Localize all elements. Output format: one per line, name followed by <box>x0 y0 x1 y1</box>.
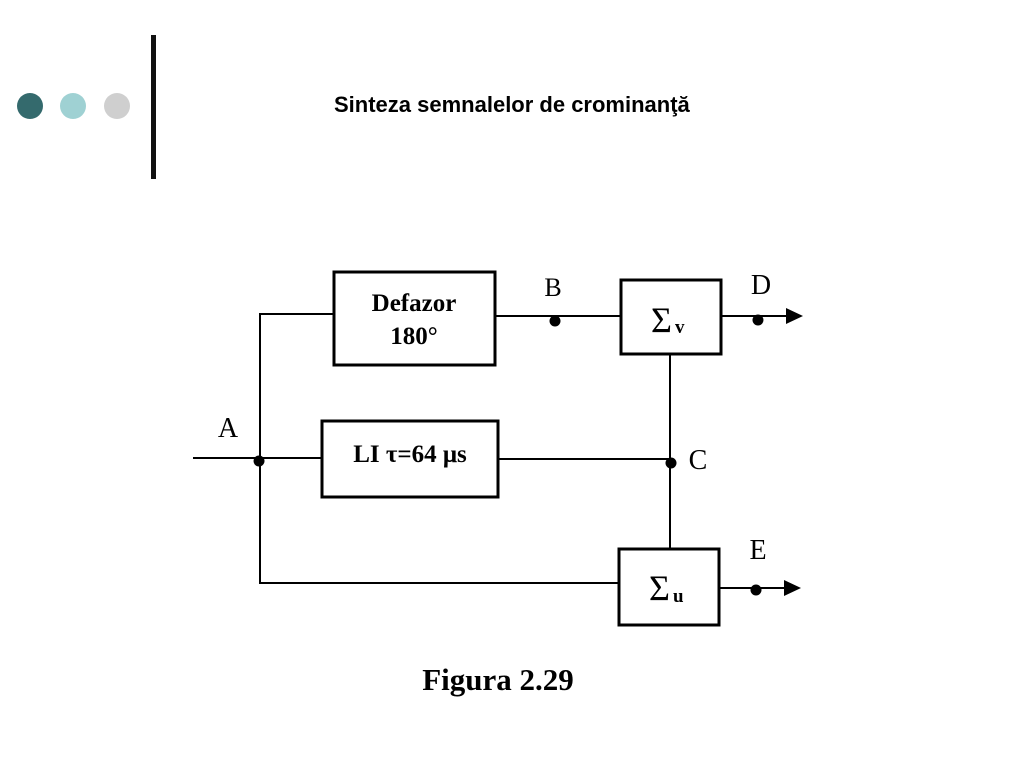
arrow-e-icon <box>784 580 801 596</box>
phase-shifter-angle: 180° <box>390 323 438 350</box>
wire-a-to-sum-u <box>259 458 619 584</box>
sum-u-symbol: Σ <box>649 568 670 608</box>
arrow-d-icon <box>786 308 803 324</box>
sum-u-subscript: u <box>673 586 684 607</box>
sum-u-block <box>617 547 721 627</box>
node-e-dot <box>750 584 762 596</box>
delay-line-block <box>320 419 500 499</box>
wire-a-to-phase-shifter <box>259 313 334 458</box>
decor-dot-2 <box>60 93 86 119</box>
node-a-dot <box>253 455 265 467</box>
decor-dot-1 <box>17 93 43 119</box>
node-c-label: C <box>689 445 708 476</box>
decor-dot-3 <box>104 93 130 119</box>
node-b-label: B <box>544 273 561 302</box>
node-b-dot <box>549 315 561 327</box>
node-d-label: D <box>751 270 771 301</box>
node-e-label: E <box>749 535 766 566</box>
sum-v-subscript: v <box>675 317 685 338</box>
sum-v-block <box>619 278 723 356</box>
node-c-dot <box>665 457 677 469</box>
phase-shifter-label: Defazor <box>372 290 457 317</box>
phase-shifter-block <box>332 270 497 367</box>
title-divider <box>151 35 156 179</box>
sum-v-symbol: Σ <box>651 300 672 340</box>
node-d-dot <box>752 314 764 326</box>
delay-line-label: LI τ=64 μs <box>353 441 467 468</box>
figure-caption: Figura 2.29 <box>422 662 574 697</box>
page-title: Sinteza semnalelor de crominanţă <box>334 92 690 117</box>
node-a-label: A <box>218 413 239 444</box>
